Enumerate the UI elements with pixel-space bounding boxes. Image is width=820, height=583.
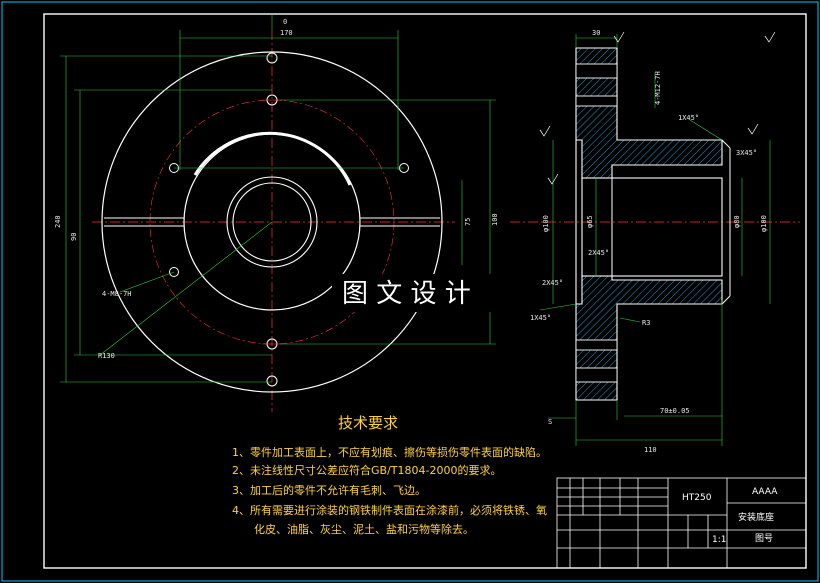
watermark-backdrop xyxy=(332,274,500,312)
dim-dia-right: φ100 xyxy=(760,215,768,232)
tech-item-1: 1、零件加工表面上，不应有划痕、擦伤等损伤零件表面的缺陷。 xyxy=(232,445,547,459)
dim-len-110: 110 xyxy=(644,446,657,454)
holes-spec: 4-M8-7H xyxy=(102,290,132,298)
chamfer-2x45-outer: 2X45° xyxy=(542,279,563,287)
watermark: 图 文 设 计 xyxy=(342,279,471,309)
dim-dia-90: 90 xyxy=(70,233,78,241)
dim-dia-65: φ65 xyxy=(586,215,594,228)
tech-item-2: 2、未注线性尺寸公差应符合GB/T1804-2000的要求。 xyxy=(232,463,501,477)
radius-r130: R130 xyxy=(98,352,115,360)
top-mark: 0 xyxy=(283,18,287,26)
dim-dia-80: φ80 xyxy=(733,215,741,228)
tech-title: 技术要求 xyxy=(338,414,398,432)
surface-mark-s: S xyxy=(548,418,552,426)
tech-item-3: 3、加工后的零件不允许有毛刺、飞边。 xyxy=(232,483,426,497)
dim-dia-left: φ100 xyxy=(542,215,550,232)
dim-dia-240: 240 xyxy=(54,215,62,228)
front-view: 170 0 240 90 75 100 4-M8-7H R130 xyxy=(54,14,499,412)
title-block xyxy=(556,477,807,569)
tech-item-5: 化皮、油脂、灰尘、泥土、盐和污物等除去。 xyxy=(254,522,474,536)
bolt-holes xyxy=(169,52,409,387)
inner-frame xyxy=(43,13,807,569)
radius-r3: R3 xyxy=(642,319,650,327)
dim-len-70: 70±0.05 xyxy=(660,407,690,415)
section-view: 30 4-M12-7H 1X45° 3X45° 2X45° 2X45° 1X45… xyxy=(510,29,800,454)
technical-requirements: 技术要求 1、零件加工表面上，不应有划痕、擦伤等损伤零件表面的缺陷。 2、未注线… xyxy=(232,414,547,536)
material: HT250 xyxy=(682,493,712,503)
chamfer-3x45: 3X45° xyxy=(736,149,757,157)
part-name: 安装底座 xyxy=(738,511,774,523)
chamfer-1x45-top: 1X45° xyxy=(678,114,699,122)
tech-item-4: 4、所有需要进行涂装的钢铁制件表面在涂漆前，必须将铁锈、氧 xyxy=(232,503,547,517)
dim-width-30: 30 xyxy=(592,29,600,37)
drawing-number-label: 图号 xyxy=(755,533,773,544)
dim-100: 100 xyxy=(491,213,499,226)
company: AAAA xyxy=(752,487,778,497)
thread-spec: 4-M12-7H xyxy=(654,71,662,105)
scale: 1:1 xyxy=(712,535,726,545)
dim-dia-170: 170 xyxy=(280,29,293,37)
chamfer-1x45-bottom: 1X45° xyxy=(530,314,551,322)
chamfer-2x45-inner: 2X45° xyxy=(588,249,609,257)
dim-75: 75 xyxy=(464,218,472,226)
